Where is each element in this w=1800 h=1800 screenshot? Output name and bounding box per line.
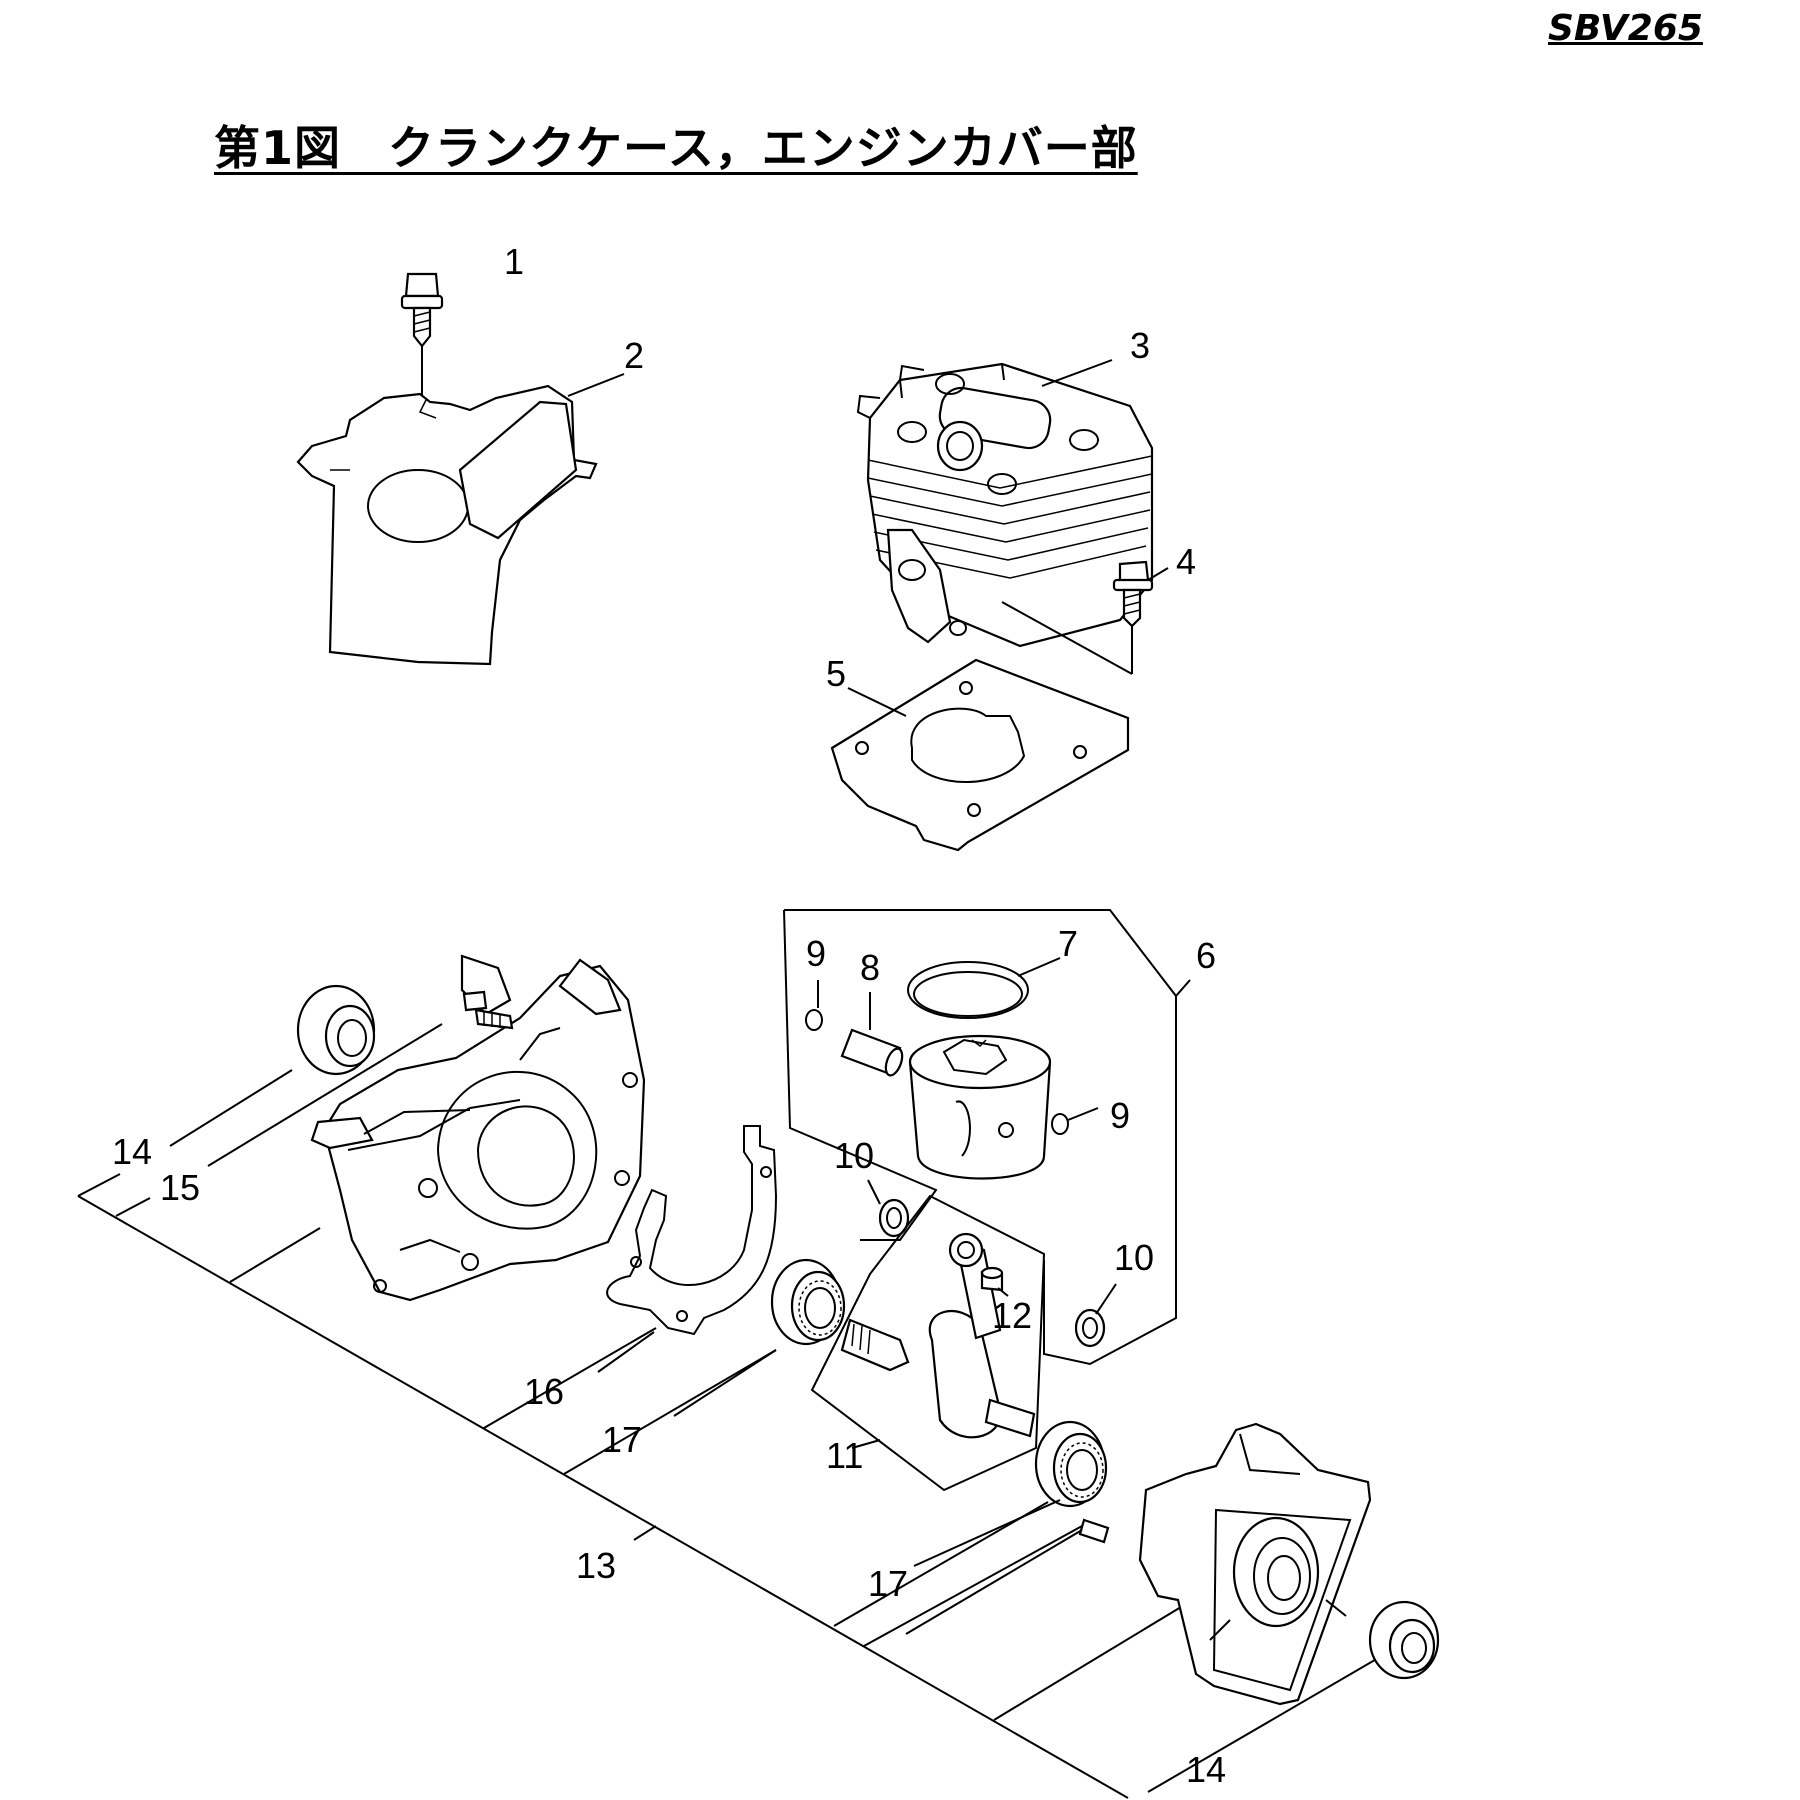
part-15-crankcase-left [207,954,646,1302]
part-2-shroud [296,373,625,666]
callout-17-right: 17 [868,1563,908,1604]
part-12-needle-bearing [980,1266,1009,1297]
page-title: 第1図 クランクケース，エンジンカバー部 [214,121,1138,175]
callout-2: 2 [624,335,644,376]
callout-9-left: 9 [806,933,826,974]
callout-10-right: 10 [1114,1237,1154,1278]
callout-1: 1 [504,241,524,282]
callout-13: 13 [576,1545,616,1586]
part-4-bolt [1001,560,1169,675]
callout-5: 5 [826,653,846,694]
part-8-piston-pin [840,992,904,1077]
part-9-circlip-right [1051,1107,1099,1135]
callout-7: 7 [1058,923,1078,964]
callout-8: 8 [860,947,880,988]
callout-14-right: 14 [1186,1749,1226,1790]
part-3-cylinder [856,359,1154,648]
part-10-washer-right [1074,1283,1117,1348]
part-13-crankcase-assembly-lines [77,1173,1393,1799]
model-number: SBV265 [1548,8,1703,49]
callout-9-right: 9 [1110,1095,1130,1136]
part-14-oil-seal-left [169,984,376,1147]
callout-11: 11 [826,1435,863,1476]
callout-17-left: 17 [602,1419,642,1460]
part-17-bearing-left [673,1258,846,1417]
callout-12: 12 [992,1295,1032,1336]
part-11-crankshaft [810,1194,1046,1492]
part-6-piston-kit-outline [783,909,1191,1366]
callout-3: 3 [1130,325,1150,366]
callout-14-left: 14 [112,1131,152,1172]
callout-15: 15 [160,1167,200,1208]
part-5-gasket [830,658,1130,852]
crankcase-right [905,1422,1372,1706]
callout-10-left: 10 [834,1135,874,1176]
part-10-washer-left [867,1179,910,1238]
part-16-crankcase-gasket [597,1125,778,1373]
part-14-oil-seal-right [1368,1600,1440,1680]
part-9-circlip-left [805,980,823,1031]
callout-4: 4 [1176,541,1196,582]
callout-6: 6 [1196,935,1216,976]
callout-16: 16 [524,1371,564,1412]
part-7-piston-ring [907,957,1061,1019]
piston [908,1034,1052,1180]
part-17-bearing-right [913,1420,1108,1567]
